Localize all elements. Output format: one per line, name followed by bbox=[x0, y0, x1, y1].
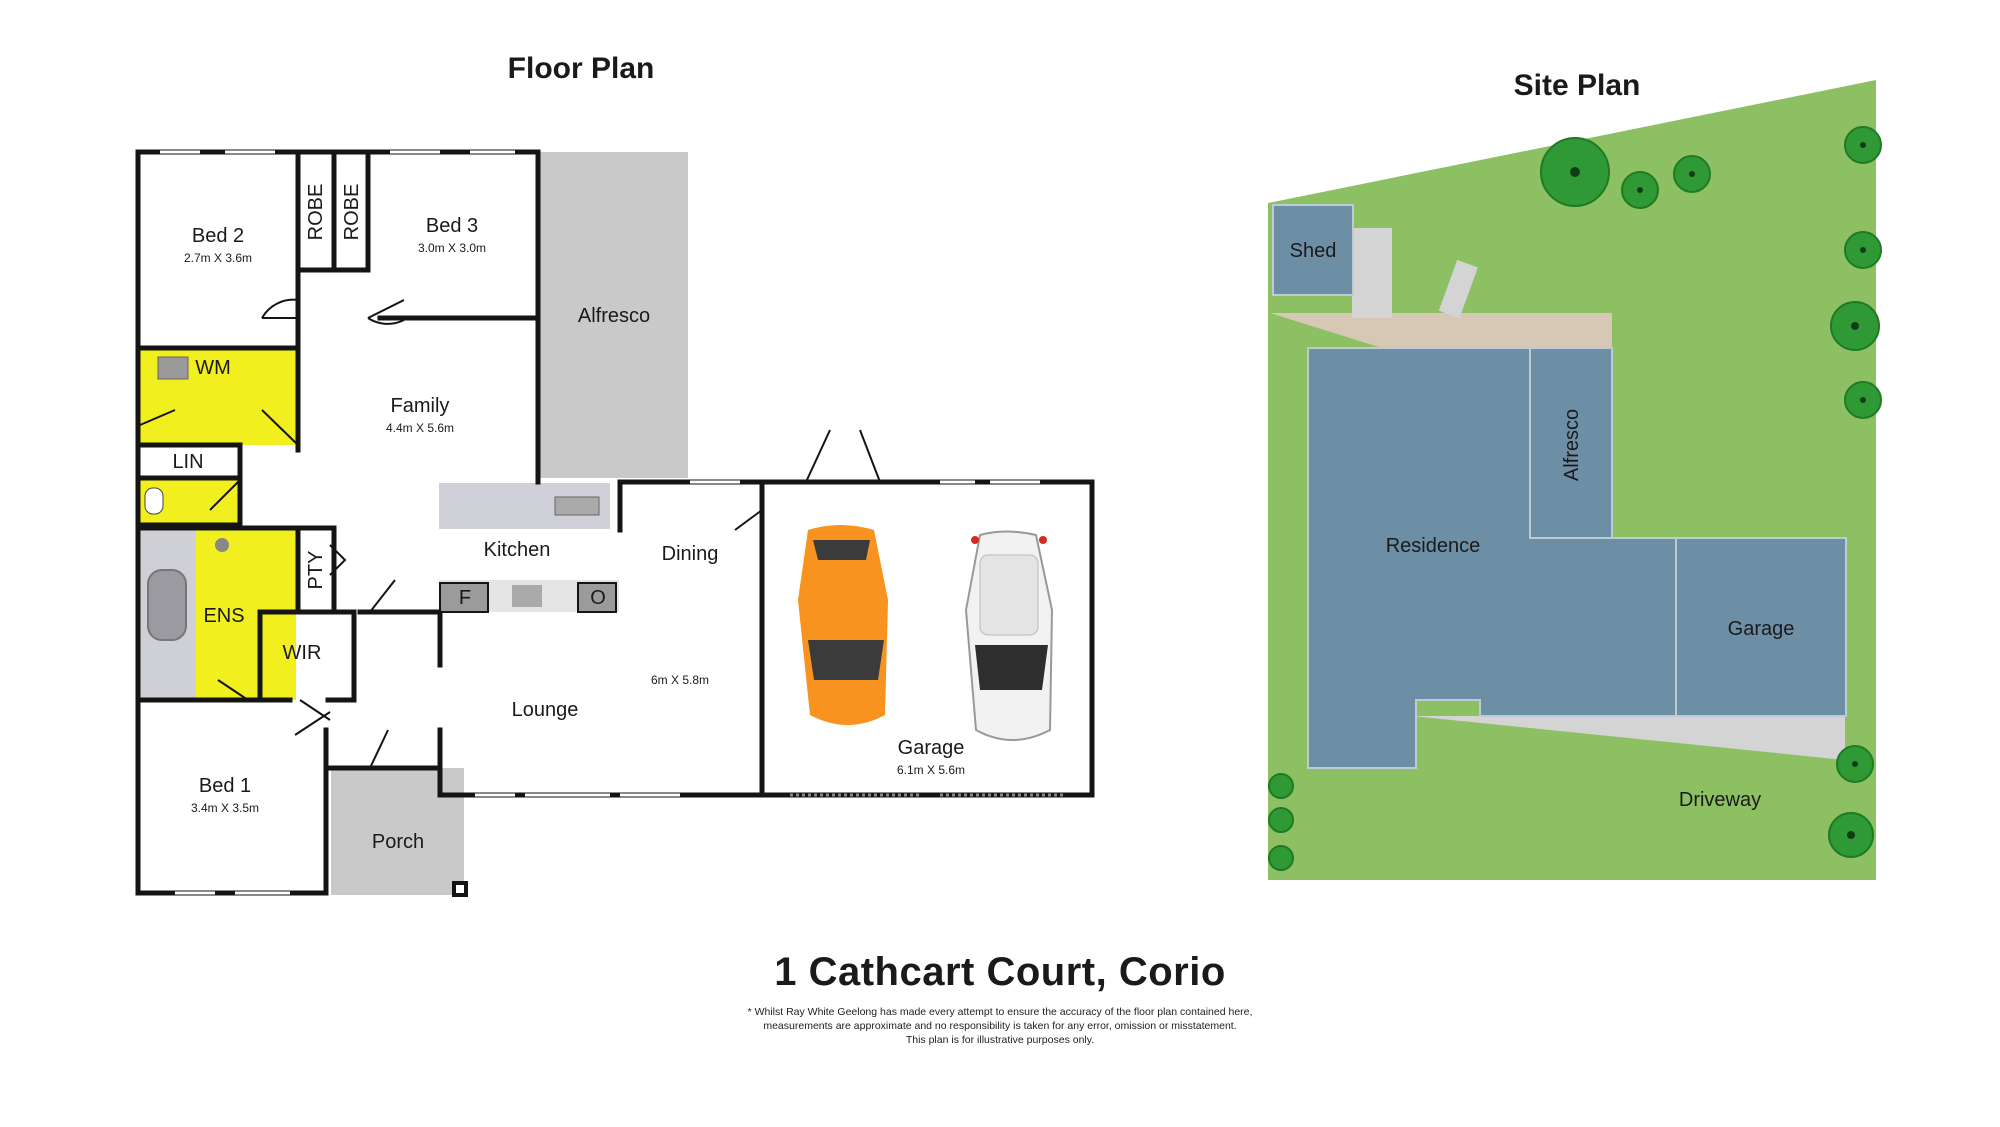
fridge-box bbox=[439, 582, 489, 613]
site-label-shed: Shed bbox=[1290, 240, 1337, 262]
driveway-area bbox=[1412, 716, 1845, 760]
orange-car-icon bbox=[798, 525, 888, 725]
room-label-bed-2: Bed 2 bbox=[192, 225, 244, 247]
alfresco-area bbox=[540, 152, 688, 478]
room-dim-bed-3: 3.0m X 3.0m bbox=[418, 241, 486, 255]
room-label-garage: Garage bbox=[898, 737, 965, 759]
alfresco-block bbox=[1529, 347, 1613, 539]
ensuite-area bbox=[196, 530, 296, 700]
floor-plan-title: Floor Plan bbox=[508, 52, 655, 85]
sink-icon bbox=[554, 496, 600, 516]
room-label-wir: WIR bbox=[283, 642, 322, 664]
cooktop-icon bbox=[512, 585, 542, 607]
shed-path bbox=[1352, 228, 1392, 318]
laundry-tub-icon bbox=[157, 356, 189, 380]
room-label-bed-1: Bed 1 bbox=[199, 775, 251, 797]
site-plan-title: Site Plan bbox=[1514, 69, 1641, 102]
room-label-wm: WM bbox=[195, 357, 231, 379]
disclaimer-line: * Whilst Ray White Geelong has made ever… bbox=[747, 1006, 1253, 1018]
site-label-alfresco: Alfresco bbox=[1561, 409, 1583, 481]
room-label-lounge: Lounge bbox=[512, 699, 579, 721]
disclaimer-line: measurements are approximate and no resp… bbox=[763, 1020, 1237, 1032]
disclaimer: * Whilst Ray White Geelong has made ever… bbox=[0, 1005, 2000, 1047]
room-label-porch: Porch bbox=[372, 831, 424, 853]
room-dim-garage: 6.1m X 5.6m bbox=[897, 763, 965, 777]
door-swings bbox=[139, 298, 881, 769]
room-label-robe-2: ROBE bbox=[341, 184, 363, 241]
oven-box bbox=[577, 582, 617, 613]
site-label-driveway: Driveway bbox=[1679, 789, 1761, 811]
porch-post bbox=[452, 881, 468, 897]
room-dim-lounge: 6m X 5.8m bbox=[651, 673, 709, 687]
room-dim-bed-2: 2.7m X 3.6m bbox=[184, 251, 252, 265]
label-fridge: F bbox=[459, 587, 471, 609]
windows bbox=[160, 150, 1040, 895]
room-label-pty: PTY bbox=[305, 551, 327, 590]
room-label-kitchen: Kitchen bbox=[484, 539, 551, 561]
toilet-icon bbox=[144, 487, 164, 515]
site-plan: Site Plan Shed Residence Alfresco Garage… bbox=[1268, 69, 1882, 880]
white-car-icon bbox=[964, 530, 1054, 741]
shed-block bbox=[1272, 204, 1354, 296]
bathtub-icon bbox=[147, 569, 187, 641]
label-oven: O bbox=[590, 587, 606, 609]
tree-centers bbox=[1570, 142, 1866, 839]
disclaimer-line: This plan is for illustrative purposes o… bbox=[905, 1034, 1095, 1046]
shed-path-slab bbox=[1438, 259, 1478, 319]
site-label-garage: Garage bbox=[1728, 618, 1795, 640]
room-label-bed-3: Bed 3 bbox=[426, 215, 478, 237]
room-label-family: Family bbox=[391, 395, 450, 417]
room-dim-bed-1: 3.4m X 3.5m bbox=[191, 801, 259, 815]
room-label-robe-1: ROBE bbox=[305, 184, 327, 241]
site-label-residence: Residence bbox=[1386, 535, 1481, 557]
room-label-lin: LIN bbox=[172, 451, 203, 473]
room-label-ens: ENS bbox=[203, 605, 244, 627]
walls bbox=[135, 149, 1095, 896]
room-label-alfresco: Alfresco bbox=[578, 305, 650, 327]
floor-plan: Floor Plan bbox=[135, 52, 1095, 897]
room-dim-family: 4.4m X 5.6m bbox=[386, 421, 454, 435]
basin-icon bbox=[215, 538, 229, 552]
property-address: 1 Cathcart Court, Corio bbox=[774, 950, 1226, 994]
room-label-dining: Dining bbox=[662, 543, 719, 565]
site-garage-block bbox=[1675, 537, 1847, 717]
footer: 1 Cathcart Court, Corio * Whilst Ray Whi… bbox=[0, 950, 2000, 1047]
